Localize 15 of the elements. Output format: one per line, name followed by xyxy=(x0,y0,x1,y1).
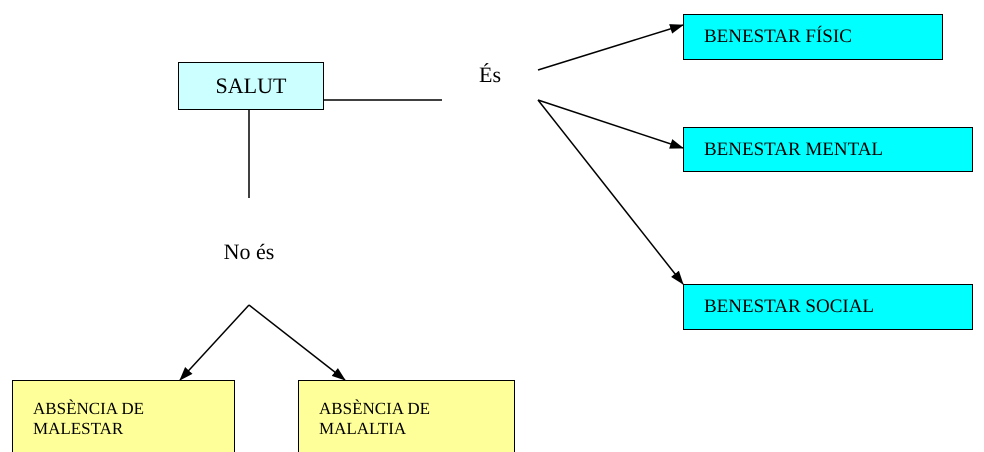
branch-label: No és xyxy=(224,238,274,264)
category-box: BENESTAR SOCIAL xyxy=(683,284,973,330)
connector-line xyxy=(248,110,250,198)
arrow xyxy=(538,99,684,149)
branch-label: És xyxy=(479,62,501,88)
arrow xyxy=(537,100,684,285)
arrow xyxy=(538,24,684,71)
arrow xyxy=(179,304,250,381)
category-box: BENESTAR FÍSIC xyxy=(683,14,943,60)
arrow xyxy=(248,304,346,381)
category-box: BENESTAR MENTAL xyxy=(683,127,973,172)
connector-line xyxy=(324,99,442,101)
category-box: ABSÈNCIA DE MALESTAR xyxy=(12,380,235,452)
concept-box: SALUT xyxy=(178,62,324,110)
category-box: ABSÈNCIA DE MALALTIA xyxy=(298,380,515,452)
